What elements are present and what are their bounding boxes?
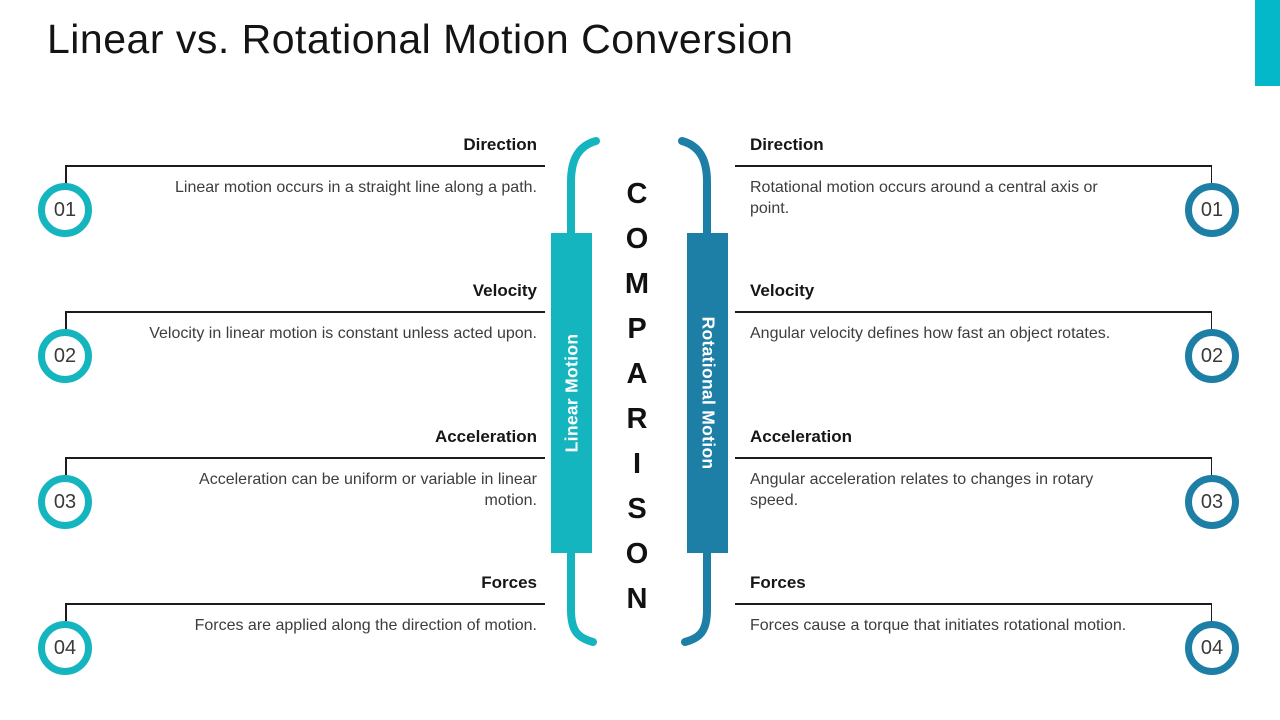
comparison-letter: A <box>626 358 648 390</box>
item-number-badge: 04 <box>38 621 92 675</box>
item-description: Rotational motion occurs around a centra… <box>750 179 1098 217</box>
item-divider-line <box>735 457 1212 459</box>
comparison-letter: P <box>627 313 647 345</box>
comparison-letter: S <box>627 493 647 525</box>
item-heading: Velocity <box>750 281 815 300</box>
item-connector-line <box>1210 165 1212 184</box>
rotational-item-02: Velocity Angular velocity defines how fa… <box>735 277 1239 397</box>
item-divider-line <box>735 165 1212 167</box>
item-number: 04 <box>53 637 77 659</box>
item-divider-line <box>66 457 545 459</box>
comparison-letter: C <box>626 178 648 210</box>
rotational-item-03: Acceleration Angular acceleration relate… <box>735 423 1239 543</box>
rotational-item-04: Forces Forces cause a torque that initia… <box>735 569 1239 689</box>
item-divider-line <box>66 311 545 313</box>
rotational-motion-bar-label: Rotational Motion <box>698 316 718 470</box>
item-connector-line <box>65 311 67 330</box>
comparison-letter: O <box>625 223 649 255</box>
corner-accent-bar <box>1255 0 1280 86</box>
item-number: 02 <box>1200 345 1224 367</box>
item-connector-line <box>65 457 67 476</box>
linear-item-01: Direction Linear motion occurs in a stra… <box>38 131 545 251</box>
item-number: 04 <box>1200 637 1224 659</box>
right-bracket-bottom-curve <box>681 544 711 646</box>
item-description: Angular velocity defines how fast an obj… <box>750 325 1111 342</box>
linear-item-04: Forces Forces are applied along the dire… <box>38 569 545 689</box>
left-bracket-bottom-curve <box>567 544 597 646</box>
page-title: Linear vs. Rotational Motion Conversion <box>47 16 794 62</box>
item-heading: Velocity <box>472 281 537 300</box>
rotational-motion-bar: Rotational Motion <box>687 233 728 553</box>
item-number: 01 <box>53 199 77 221</box>
comparison-letter: O <box>625 538 649 570</box>
linear-item-03: Acceleration Acceleration can be uniform… <box>38 423 545 543</box>
comparison-letter: N <box>626 583 648 615</box>
item-number: 03 <box>53 491 77 513</box>
comparison-letter: I <box>632 448 642 480</box>
item-connector-line <box>1210 603 1212 622</box>
item-heading: Direction <box>750 135 824 154</box>
right-bracket-top-curve <box>678 137 711 244</box>
item-connector-line <box>1210 311 1212 330</box>
item-heading: Direction <box>463 135 537 154</box>
item-heading: Forces <box>481 573 537 592</box>
item-number-badge: 01 <box>38 183 92 237</box>
item-connector-line <box>65 165 67 184</box>
item-connector-line <box>65 603 67 622</box>
item-heading: Forces <box>750 573 806 592</box>
item-number-badge: 03 <box>38 475 92 529</box>
linear-motion-bar-label: Linear Motion <box>561 333 581 453</box>
item-description: Forces cause a torque that initiates rot… <box>750 617 1127 634</box>
item-heading: Acceleration <box>750 427 853 446</box>
item-number: 01 <box>1200 199 1224 221</box>
comparison-letter: R <box>626 403 648 435</box>
linear-motion-bar: Linear Motion <box>551 233 592 553</box>
comparison-letter: M <box>624 268 650 300</box>
item-description: Forces are applied along the direction o… <box>194 617 537 634</box>
item-number-badge: 01 <box>1185 183 1239 237</box>
item-number-badge: 02 <box>1185 329 1239 383</box>
item-connector-line <box>1210 457 1212 476</box>
left-bracket-top-curve <box>567 137 600 244</box>
item-number-badge: 03 <box>1185 475 1239 529</box>
item-divider-line <box>735 603 1212 605</box>
item-number: 02 <box>53 345 77 367</box>
item-divider-line <box>735 311 1212 313</box>
item-number-badge: 02 <box>38 329 92 383</box>
item-description: Velocity in linear motion is constant un… <box>149 325 537 342</box>
item-number-badge: 04 <box>1185 621 1239 675</box>
item-description: Angular acceleration relates to changes … <box>750 471 1094 509</box>
linear-item-02: Velocity Velocity in linear motion is co… <box>38 277 545 397</box>
item-description: Linear motion occurs in a straight line … <box>175 179 537 196</box>
rotational-item-01: Direction Rotational motion occurs aroun… <box>735 131 1239 251</box>
item-heading: Acceleration <box>434 427 537 446</box>
item-description: Acceleration can be uniform or variable … <box>199 471 537 509</box>
item-number: 03 <box>1200 491 1224 513</box>
item-divider-line <box>66 603 545 605</box>
item-divider-line <box>66 165 545 167</box>
